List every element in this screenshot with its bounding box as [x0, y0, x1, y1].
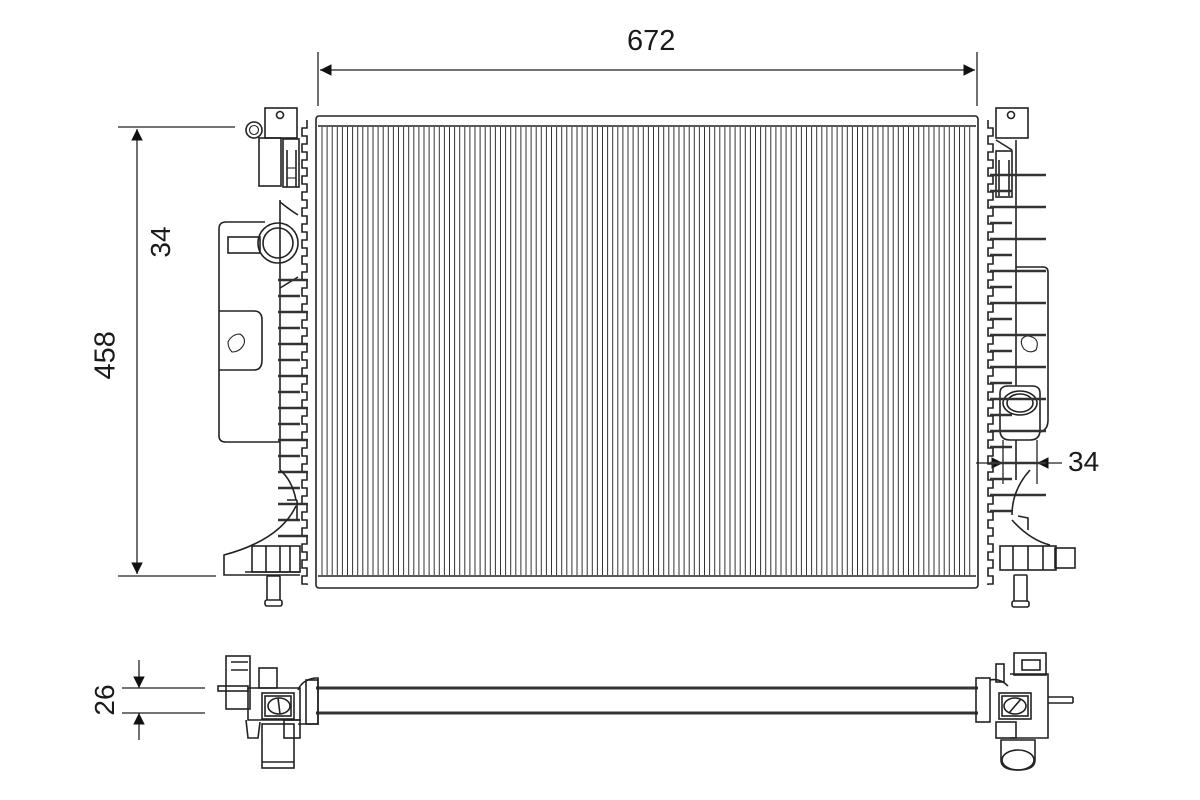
thickness-dimension-label: 26	[89, 684, 120, 716]
top-left-mount	[264, 107, 298, 139]
left-mount-pin	[266, 575, 281, 603]
right-mount-pin	[1013, 574, 1028, 604]
thickness-dimension	[122, 660, 205, 740]
top-view	[217, 652, 1074, 771]
label-plate-icon	[227, 333, 246, 353]
inlet-pipe	[257, 222, 299, 264]
height-dimension-label: 458	[89, 331, 122, 380]
outlet-dimension-label: 34	[1068, 446, 1100, 477]
left-tank	[218, 107, 308, 607]
top-view-left-end	[217, 655, 319, 769]
right-port-icon	[1003, 697, 1027, 715]
inlet-dimension-label: 34	[145, 226, 176, 258]
width-dimension	[317, 52, 978, 106]
right-tank	[987, 107, 1076, 608]
width-dimension-label: 672	[627, 25, 676, 57]
cap-icon	[1020, 335, 1038, 353]
radiator-core	[315, 115, 979, 589]
top-view-right-end	[975, 652, 1074, 771]
vent-plug	[245, 121, 263, 139]
height-dimension	[118, 126, 235, 577]
top-right-mount	[995, 107, 1029, 139]
outlet-end-icon	[1001, 749, 1035, 771]
core-fins	[321, 127, 971, 575]
left-port-icon	[267, 697, 291, 715]
